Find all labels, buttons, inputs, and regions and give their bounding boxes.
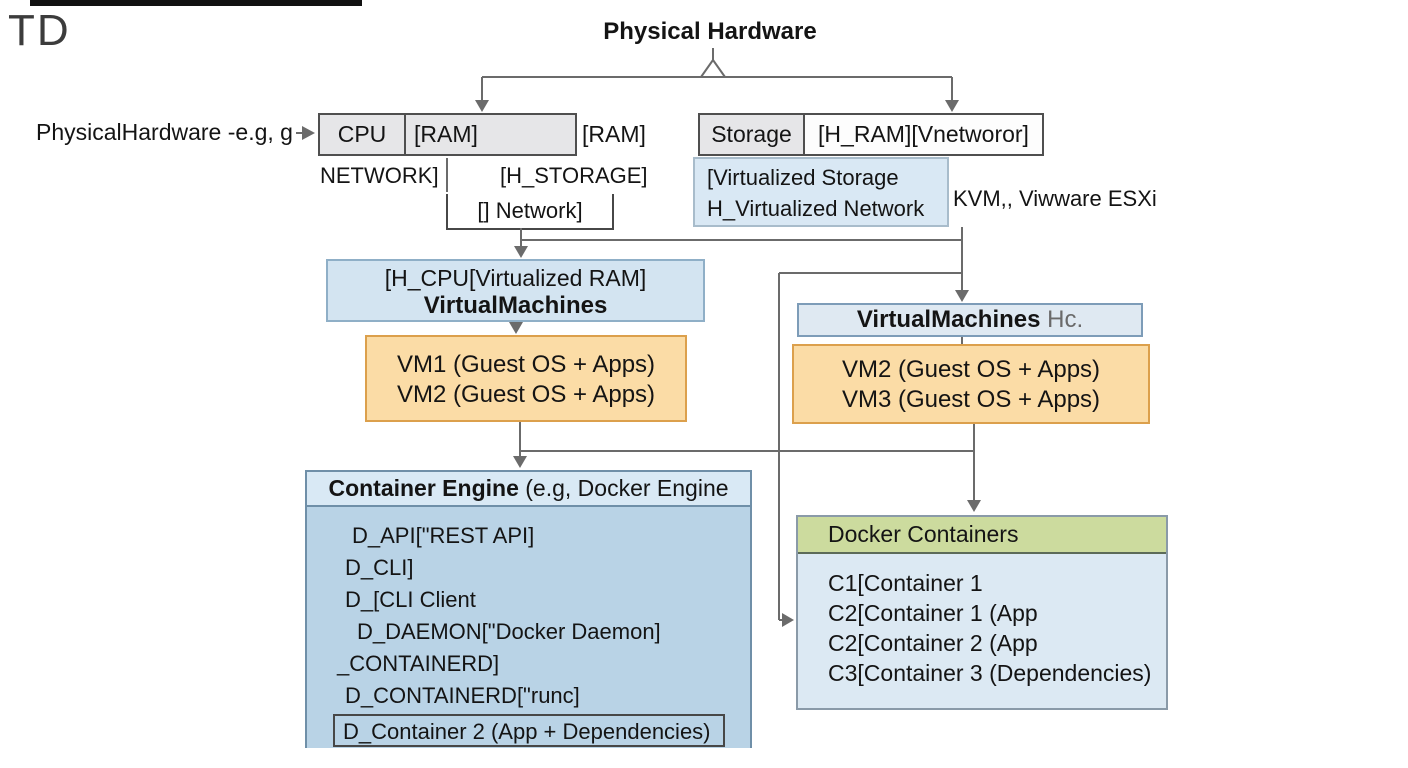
arrow-right-docker [782, 613, 794, 627]
h-storage-label: [H_STORAGE] [500, 163, 648, 188]
arrow-down-docker [967, 500, 981, 512]
vm2-entry: VM2 (Guest OS + Apps) [396, 381, 656, 408]
container-engine-box: Container Engine (e.g, Docker Engine D_A… [305, 470, 752, 748]
engine-item-daemon: D_DAEMON["Docker Daemon] [357, 619, 661, 644]
container-engine-title: Container Engine [328, 475, 519, 501]
engine-item-runc: D_CONTAINERD["runc] [345, 683, 580, 708]
title-split-rail [481, 76, 953, 101]
arrow-down-cpu [475, 100, 489, 112]
engine-item-cli-client: D_[CLI Client [345, 587, 476, 612]
virtual-machines-left-box: [H_CPU[Virtualized RAM] VirtualMachines [326, 259, 705, 322]
docker-containers-header: Docker Containers [798, 517, 1166, 554]
ram-cell: [RAM] [406, 115, 575, 154]
vm3-entry-right: VM3 (Guest OS + Apps) [841, 386, 1101, 413]
hypervisor-label: KVM,, Viwware ESXi [953, 186, 1157, 211]
engine-item-rest-api: D_API["REST API] [352, 523, 535, 548]
hardware-box-cpu-ram: CPU [RAM] [318, 113, 577, 156]
docker-containers-body: C1[Container 1 C2[Container 1 (App C2[Co… [798, 554, 1166, 708]
virtual-machines-right-box: VirtualMachines Hc. [797, 303, 1143, 337]
virtualized-network-line2: H_Virtualized Network [707, 196, 925, 221]
vm-left-line1: [H_CPU[Virtualized RAM] [384, 265, 647, 291]
container-2-app-entry: C2[Container 2 (App [828, 630, 1038, 656]
network-label: NETWORK] [320, 163, 439, 188]
engine-item-containerd: _CONTAINERD] [337, 651, 500, 676]
arrow-right-hwlabel [302, 126, 315, 140]
docker-containers-box: Docker Containers C1[Container 1 C2[Cont… [796, 515, 1168, 710]
hardware-box-storage: Storage [H_RAM][Vnetworor] [698, 113, 1044, 156]
virtualized-storage-box: [Virtualized Storage H_Virtualized Netwo… [693, 157, 949, 227]
virtualized-storage-line1: [Virtualized Storage [707, 165, 899, 190]
arrow-down-vmright [955, 290, 969, 302]
vm1-entry: VM1 (Guest OS + Apps) [396, 351, 656, 378]
title-split-stub [700, 48, 726, 78]
engine-item-container2-boxed: D_Container 2 (App + Dependencies) [333, 714, 725, 747]
container-1-entry: C1[Container 1 [828, 570, 983, 596]
arrow-down-orange1 [509, 322, 523, 334]
arrow-down-engine [513, 456, 527, 468]
hram-vnetwork-cell: [H_RAM][Vnetworor] [805, 115, 1042, 154]
engine-item-cli: D_CLI] [345, 555, 414, 580]
storage-cell: Storage [700, 115, 805, 154]
vm-list-right-box: VM2 (Guest OS + Apps) VM3 (Guest OS + Ap… [792, 344, 1150, 424]
container-engine-subtitle: (e.g, Docker Engine [518, 475, 729, 501]
vm-left-title: VirtualMachines [423, 292, 608, 319]
td-watermark: TD [8, 6, 71, 55]
vm2-entry-right: VM2 (Guest OS + Apps) [841, 356, 1101, 383]
container-3-deps-entry: C3[Container 3 (Dependencies) [828, 660, 1152, 686]
container-engine-body: D_API["REST API] D_CLI] D_[CLI Client D_… [307, 507, 750, 748]
network-bracket-box: [] Network] [446, 194, 614, 230]
vm-right-title: VirtualMachines [856, 306, 1041, 333]
arrow-down-storage [945, 100, 959, 112]
ram-free-label: [RAM] [582, 121, 646, 147]
diagram-title: Physical Hardware [603, 18, 817, 45]
vm-list-left-box: VM1 (Guest OS + Apps) VM2 (Guest OS + Ap… [365, 335, 687, 422]
vm-right-suffix: Hc. [1040, 306, 1084, 333]
container-1-app-entry: C2[Container 1 (App [828, 600, 1038, 626]
cpu-cell: CPU [320, 115, 406, 154]
arrow-down-vmleft [514, 246, 528, 258]
container-engine-header: Container Engine (e.g, Docker Engine [307, 472, 750, 507]
network-to-vm-rail [520, 228, 962, 246]
top-crop-bar [30, 0, 362, 6]
physical-hardware-label: PhysicalHardware -e.g, g [36, 119, 293, 145]
